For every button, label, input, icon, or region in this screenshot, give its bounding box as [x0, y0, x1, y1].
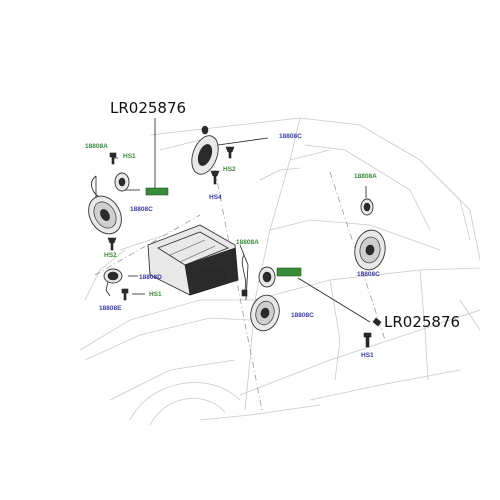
woofer-left-door — [88, 195, 122, 235]
label-hs2-top: HS2 — [223, 166, 236, 173]
label-hs1-rear: HS1 — [149, 291, 162, 298]
label-18808c-right: 18808C — [357, 271, 380, 278]
mid-speaker-left — [91, 172, 130, 197]
label-18808a-mid: 18808A — [236, 239, 259, 246]
woofer-rear-door — [250, 294, 280, 332]
tweeter-front — [191, 125, 269, 175]
label-18808a-right: 18808A — [354, 173, 377, 180]
screw-hs1-left — [109, 152, 117, 165]
label-18808a-left: 18808A — [85, 143, 108, 150]
speaker-18808d — [103, 268, 123, 297]
callout-right: LR025876 — [384, 313, 460, 331]
label-hs4: HS4 — [209, 194, 222, 201]
screw-hs1-right — [363, 317, 382, 348]
subwoofer-enclosure — [147, 224, 239, 296]
label-18808e: 18808E — [99, 305, 122, 312]
label-18808c-top: 18808C — [279, 133, 302, 140]
label-hs2-left: HS2 — [104, 252, 117, 259]
screw-hs4 — [210, 170, 220, 185]
tweeter-right-side — [360, 186, 374, 216]
highlight-box-right — [276, 267, 302, 277]
highlight-box-top — [145, 187, 169, 196]
label-18808d: 18808D — [139, 274, 162, 281]
tweeter-rear-right — [241, 254, 276, 297]
callout-top: LR025876 — [110, 99, 186, 117]
vehicle-outline — [79, 117, 481, 426]
leader-lines — [95, 118, 371, 323]
label-hs1-right: HS1 — [361, 352, 374, 359]
label-hs1-left: HS1 — [123, 153, 136, 160]
label-18808c-rear: 18808C — [291, 312, 314, 319]
screw-hs2-left — [107, 237, 117, 251]
screw-hs1-rear — [121, 288, 129, 301]
screw-hs2 — [225, 146, 235, 159]
label-18808c-left: 18808C — [130, 206, 153, 213]
woofer-right-side — [354, 229, 386, 271]
